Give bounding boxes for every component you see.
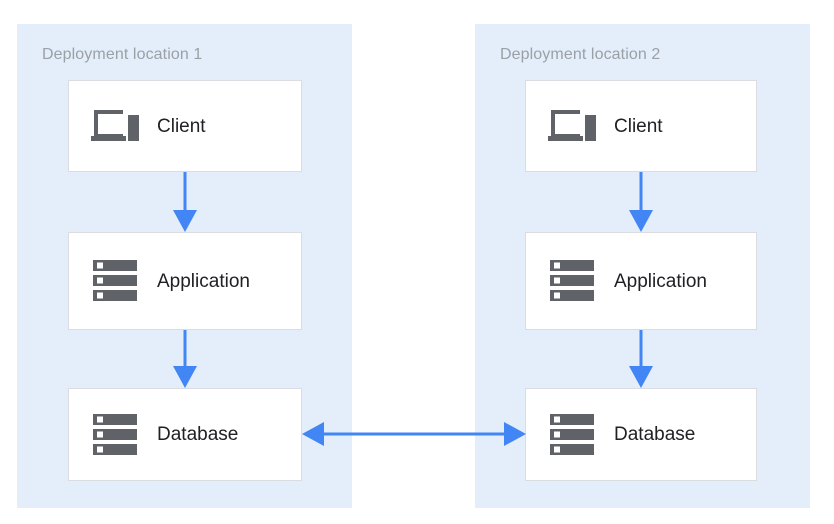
node-client-1-label: Client [157, 115, 206, 137]
node-application-1-label: Application [157, 270, 250, 292]
node-application-2[interactable]: Application [525, 232, 757, 330]
server-icon [89, 259, 141, 303]
server-icon [89, 413, 141, 457]
node-client-1[interactable]: Client [68, 80, 302, 172]
node-application-1[interactable]: Application [68, 232, 302, 330]
node-database-1-label: Database [157, 424, 239, 445]
deployment-zone-2-title: Deployment location 2 [500, 46, 661, 63]
node-database-2[interactable]: Database [525, 388, 757, 481]
devices-icon [89, 104, 141, 148]
server-icon [546, 259, 598, 303]
node-database-2-label: Database [614, 424, 696, 445]
node-database-1[interactable]: Database [68, 388, 302, 481]
node-client-2[interactable]: Client [525, 80, 757, 172]
devices-icon [546, 104, 598, 148]
deployment-zone-1-title: Deployment location 1 [42, 46, 203, 63]
server-icon [546, 413, 598, 457]
node-application-2-label: Application [614, 270, 707, 292]
node-client-2-label: Client [614, 115, 663, 137]
